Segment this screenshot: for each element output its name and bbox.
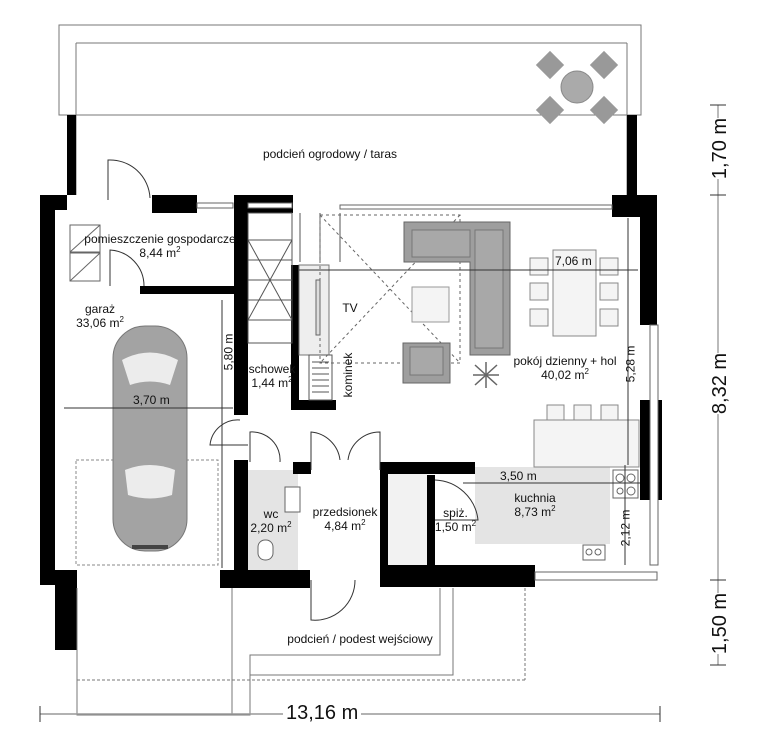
terrace-table-icon [535, 50, 619, 125]
room-name: wc [263, 507, 279, 521]
room-area: 33,06 m [76, 316, 120, 330]
fireplace-icon [308, 354, 333, 401]
room-area: 2,20 m [250, 521, 288, 535]
dim-total-width: 13,16 m [283, 702, 362, 725]
dim-garage-width: 3,70 m [133, 393, 170, 407]
room-label-podest: podcień / podest wejściowy [270, 632, 450, 646]
area-unit-sup: 2 [288, 375, 293, 384]
doors [107, 159, 479, 621]
room-name: podcień / podest wejściowy [287, 632, 433, 646]
windows [196, 202, 659, 581]
car-icon [75, 325, 219, 566]
dim-bottom-depth: 1,50 m [709, 592, 733, 655]
area-unit-sup: 2 [584, 367, 589, 376]
room-area: 8,73 m [514, 505, 552, 519]
room-name: pokój dzienny + hol [513, 354, 617, 368]
room-label-garaz: garaż 33,06 m2 [70, 302, 130, 330]
room-label-wc: wc 2,20 m2 [246, 507, 296, 535]
armchair-icon [402, 342, 451, 384]
room-name: kuchnia [514, 491, 556, 505]
room-area: 1,44 m [251, 376, 289, 390]
room-area: 1,50 m [434, 520, 472, 534]
coffee-table [411, 286, 450, 323]
room-label-taras: podcień ogrodowy / taras [230, 147, 430, 161]
tinted-floors [248, 467, 610, 570]
room-name: pomieszczenie gospodarcze [84, 232, 236, 246]
tv-sightlines [319, 214, 461, 364]
room-name: schowek [248, 362, 296, 376]
dim-kitchen-width: 3,50 m [500, 469, 537, 483]
room-name: garaż [84, 302, 116, 316]
kominek-label: kominek [341, 352, 355, 398]
area-unit-sup: 2 [176, 245, 181, 254]
dining-table-icon [529, 249, 619, 337]
wc-fixtures [257, 486, 301, 561]
kitchen-island [533, 404, 640, 468]
room-area: 40,02 m [541, 368, 585, 382]
utility-shelves [69, 224, 101, 282]
dim-kitchen-depth: 2,12 m [618, 509, 633, 547]
sofa-icon [403, 221, 511, 356]
dim-living-depth: 5,28 m [623, 345, 638, 383]
room-label-gospodarcze: pomieszczenie gospodarcze 8,44 m2 [80, 232, 240, 260]
room-area: 4,84 m [324, 519, 362, 533]
room-label-pokoj: pokój dzienny + hol 40,02 m2 [505, 354, 625, 382]
porch-outline [76, 588, 526, 716]
room-name: spiż. [443, 506, 468, 520]
area-unit-sup: 2 [119, 315, 124, 324]
stairs [247, 212, 341, 344]
room-name: przedsionek [312, 505, 378, 519]
room-label-spiz: spiż. 1,50 m2 [433, 506, 478, 534]
area-unit-sup: 2 [471, 519, 477, 528]
area-unit-sup: 2 [287, 520, 292, 529]
area-unit-sup: 2 [361, 518, 366, 527]
sink-icon [582, 544, 606, 561]
tv-label: TV [342, 301, 358, 315]
dim-living-width: 7,06 m [555, 254, 592, 268]
plant-icon [473, 362, 499, 388]
dim-top-depth: 1,70 m [709, 117, 733, 180]
dim-garage-depth: 5,80 m [221, 333, 236, 371]
room-label-przedsionek: przedsionek 4,84 m2 [310, 505, 380, 533]
room-name: podcień ogrodowy / taras [262, 147, 398, 161]
room-area: 8,44 m [139, 246, 177, 260]
dim-main-depth: 8,32 m [709, 352, 733, 415]
room-label-kuchnia: kuchnia 8,73 m2 [505, 491, 565, 519]
area-unit-sup: 2 [551, 504, 556, 513]
tv-unit [298, 264, 330, 356]
room-label-schowek: schowek 1,44 m2 [247, 362, 297, 390]
